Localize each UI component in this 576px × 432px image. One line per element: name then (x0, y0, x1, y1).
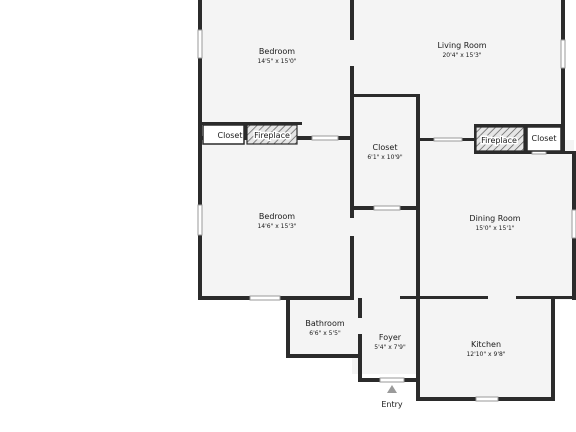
fireplace-left-hearth (246, 124, 298, 145)
foyer-name: Foyer (379, 333, 402, 342)
room-labels: Bedroom 14'5" x 15'0" Living Room 20'4" … (257, 41, 520, 358)
closet-left-box (202, 124, 245, 145)
bathroom-dims: 6'6" x 5'5" (309, 330, 341, 337)
window (373, 205, 401, 211)
entry-label: Entry (381, 400, 403, 409)
foyer-dims: 5'4" x 7'9" (374, 344, 406, 351)
fireplace-left-label: Fireplace (254, 131, 290, 140)
window (197, 204, 203, 236)
entry-arrow-icon (387, 385, 397, 393)
dining-room-dims: 15'0" x 15'1" (475, 225, 514, 232)
kitchen-dims: 12'10" x 9'8" (466, 351, 505, 358)
living-room-name: Living Room (437, 41, 486, 50)
window (433, 137, 463, 142)
living-room-dims: 20'4" x 15'3" (442, 52, 481, 59)
closet-left-label: Closet (218, 131, 243, 140)
window (475, 396, 499, 402)
bedroom-top-name: Bedroom (259, 47, 295, 56)
feature-tags: Closet Fireplace Fireplace Closet (202, 124, 562, 152)
window (249, 295, 281, 301)
windows (197, 29, 576, 402)
window (311, 135, 339, 141)
dining-room-name: Dining Room (469, 214, 520, 223)
floor-areas (200, 0, 574, 399)
window (571, 209, 576, 239)
door-gap (350, 218, 354, 236)
door-gap (350, 40, 354, 66)
bathroom-name: Bathroom (305, 319, 345, 328)
entry-marker: Entry (381, 385, 403, 409)
bedroom-bottom-dims: 14'6" x 15'3" (257, 223, 296, 230)
bedroom-bottom-name: Bedroom (259, 212, 295, 221)
window (197, 29, 203, 59)
closet-right-box (526, 126, 562, 152)
window (560, 39, 566, 69)
closet-right-label: Closet (532, 134, 557, 143)
closet-mid-dims: 6'1" x 10'9" (367, 154, 403, 161)
fireplace-right-label: Fireplace (481, 136, 517, 145)
bedroom-top-dims: 14'5" x 15'0" (257, 58, 296, 65)
kitchen-name: Kitchen (471, 340, 501, 349)
closet-mid-name: Closet (373, 143, 398, 152)
entry-door (379, 377, 405, 383)
fireplace-right-hearth (475, 126, 525, 152)
